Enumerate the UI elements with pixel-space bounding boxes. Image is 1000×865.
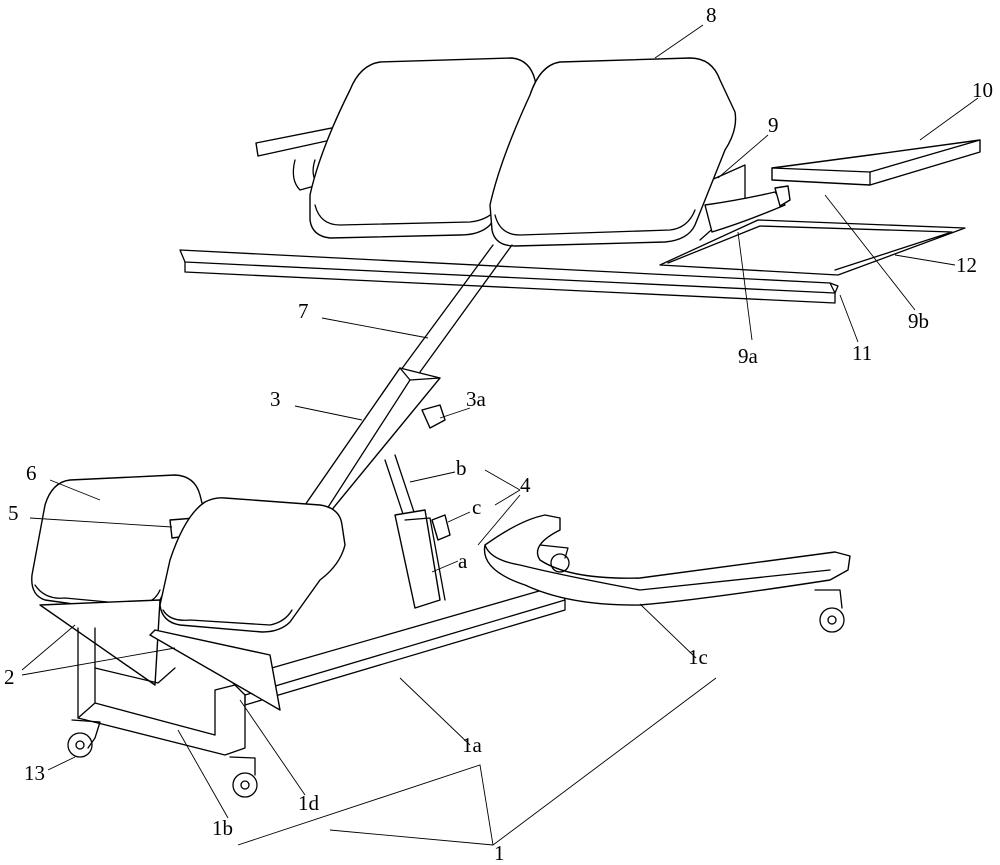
frame-1b [39,599,281,756]
label-1a: 1a [462,733,483,757]
label-9b: 9b [908,309,929,333]
knob-3a [421,404,446,429]
label-10: 10 [972,78,993,102]
strut-4 [384,454,451,609]
column-3 [304,367,446,513]
leader-lines [21,24,979,846]
label-c: c [472,495,481,519]
label-a: a [458,549,468,573]
chest-pad-8 [489,57,737,247]
label-9a: 9a [738,344,759,368]
label-7: 7 [298,299,309,323]
crossbar-11 [179,249,839,304]
label-2: 2 [4,665,15,689]
right-armrest-10 [699,139,981,241]
label-6: 6 [26,461,37,485]
label-b: b [456,456,467,480]
label-1c: 1c [688,645,708,669]
base-curve-1c [483,514,851,606]
label-4: 4 [520,473,531,497]
label-3: 3 [270,387,281,411]
wheels-13 [67,544,845,798]
seat-pad-right [159,497,346,633]
label-9: 9 [768,113,779,137]
column-7 [394,244,513,379]
label-12: 12 [956,253,977,277]
knob-c [431,514,451,541]
label-13: 13 [24,761,45,785]
label-3a: 3a [466,387,487,411]
reference-labels: 8 10 9 12 9b 11 9a 7 3 3a b 4 c 6 5 a 1c… [4,3,993,865]
label-1b: 1b [212,816,233,840]
label-8: 8 [706,3,717,27]
frame-12 [659,219,966,276]
label-1d: 1d [298,791,320,815]
label-11: 11 [852,341,872,365]
label-5: 5 [8,501,19,525]
label-1: 1 [494,841,505,865]
